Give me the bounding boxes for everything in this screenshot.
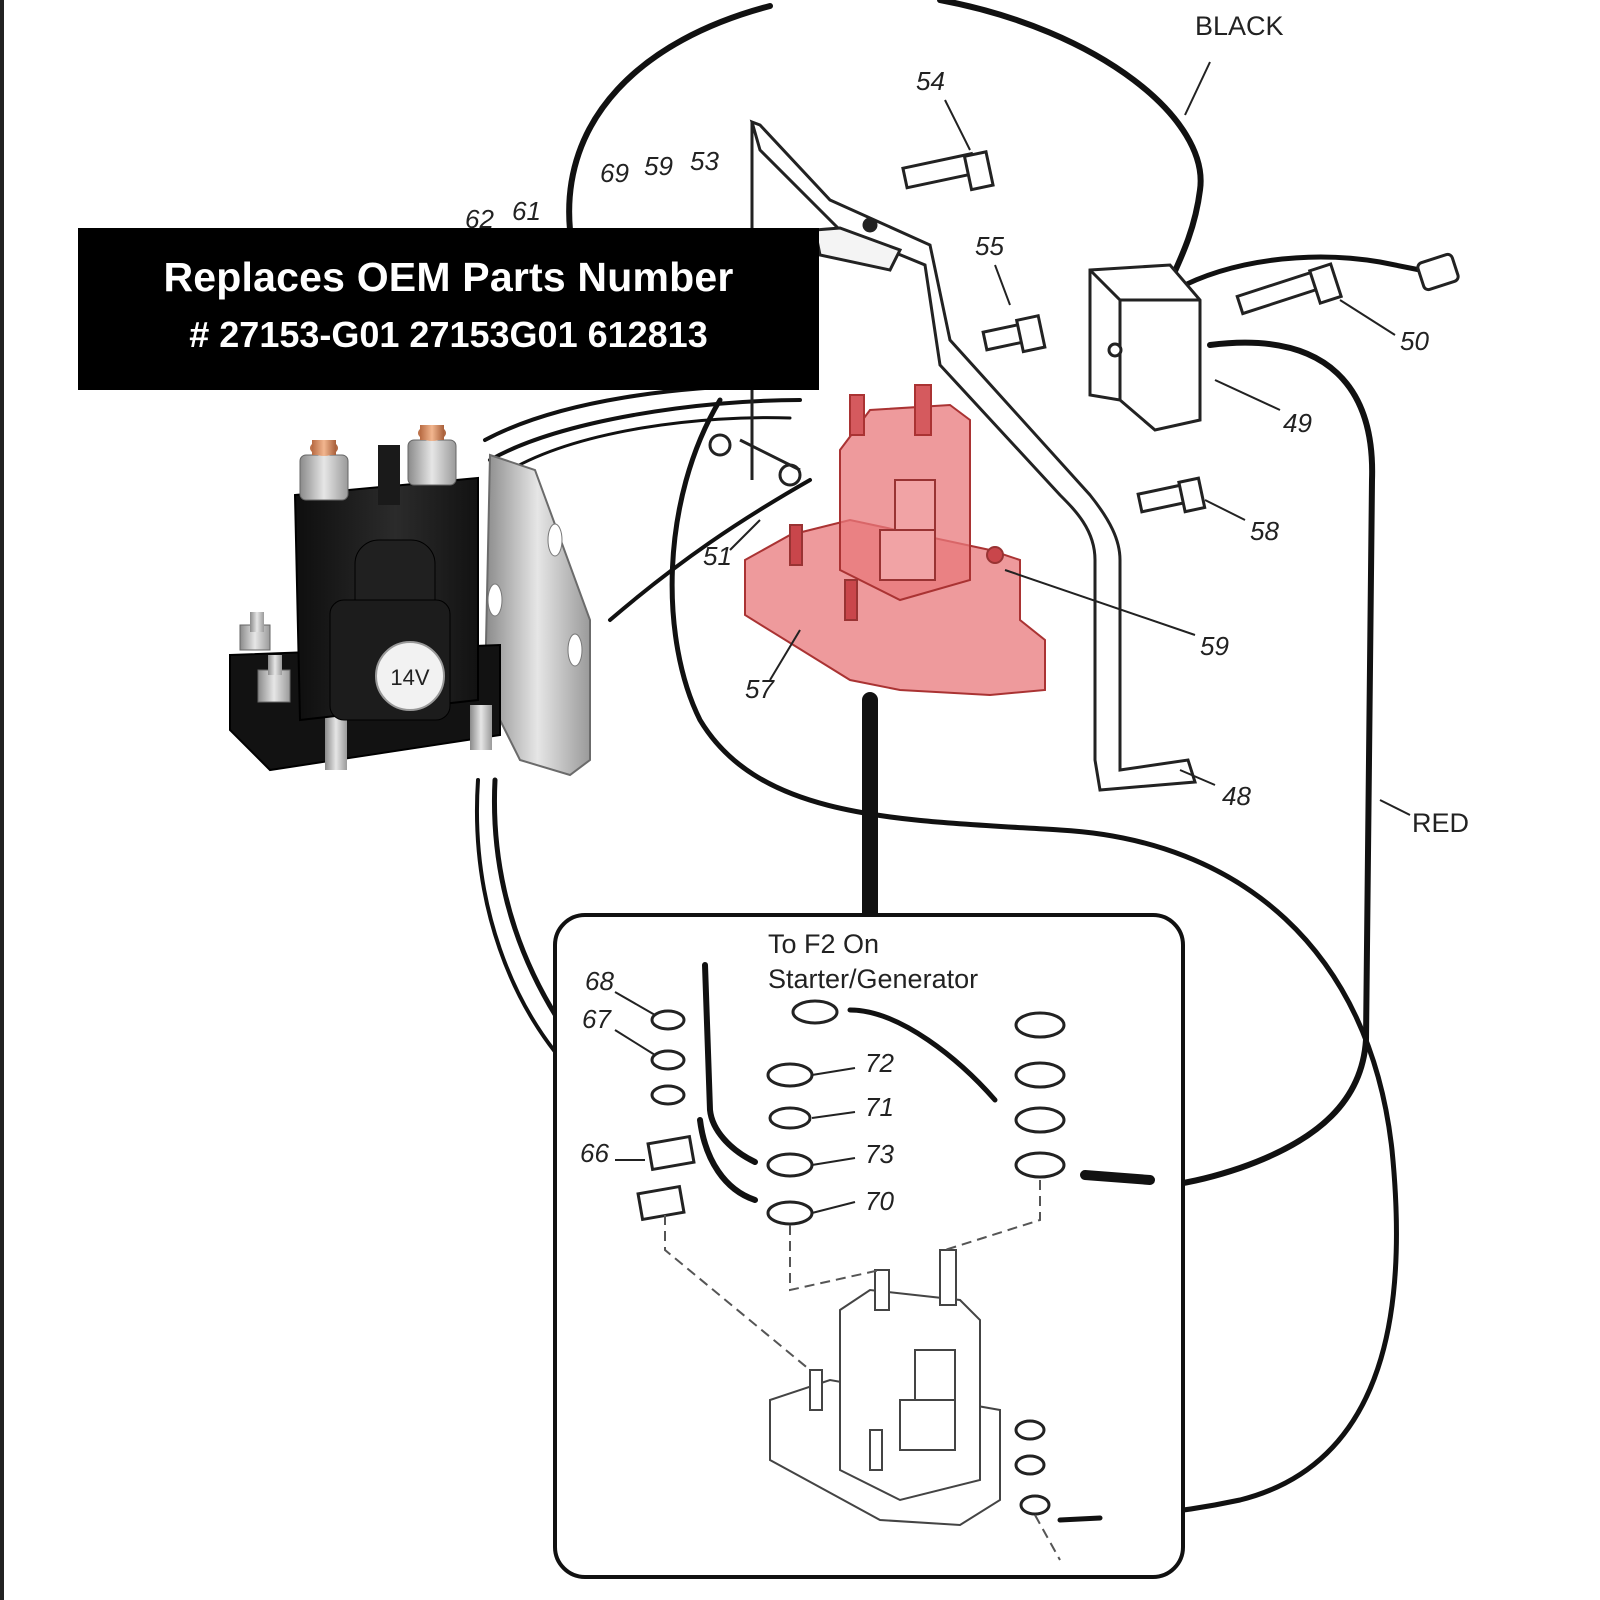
inset-guides <box>664 1180 1061 1561</box>
plug-cable <box>1172 254 1423 293</box>
bolts <box>901 150 1344 514</box>
inset-washers <box>636 999 1066 1516</box>
bolt-50 <box>1235 262 1344 316</box>
photo-lead-diag <box>608 478 812 622</box>
inset-wiring <box>697 962 1155 1523</box>
callout-61: 61 <box>512 196 541 226</box>
red-wire <box>1097 339 1376 1192</box>
photo-lead-top-2 <box>488 398 802 462</box>
callout-72: 72 <box>865 1048 894 1078</box>
callout-59-right: 59 <box>1200 631 1229 661</box>
callout-73: 73 <box>865 1139 894 1169</box>
small-hardware-51 <box>708 433 802 487</box>
callout-67: 67 <box>582 1004 612 1034</box>
callout-53: 53 <box>690 146 719 176</box>
inset-note-line2: Starter/Generator <box>768 964 978 994</box>
callout-49: 49 <box>1283 408 1312 438</box>
inset-solenoid-drawing <box>769 1249 1001 1527</box>
lower-loop-wire <box>669 397 1399 1520</box>
wire-label-black: BLACK <box>1195 11 1284 41</box>
callout-leaders <box>729 61 1411 816</box>
callout-48: 48 <box>1222 781 1251 811</box>
callout-69: 69 <box>600 158 629 188</box>
solenoid-product-photo: 14V <box>229 425 591 777</box>
bolt-54 <box>901 150 995 192</box>
photo-lead-top-3 <box>508 416 792 472</box>
inset-leaders <box>614 991 856 1214</box>
banner-part-numbers: # 27153-G01 27153G01 612813 <box>189 314 708 355</box>
part-49-box <box>1088 263 1202 432</box>
wiring-cables <box>475 0 1423 1520</box>
banner-title: Replaces OEM Parts Number <box>163 254 734 300</box>
callout-55: 55 <box>975 231 1004 261</box>
voltage-badge-text: 14V <box>390 665 429 690</box>
connector-plug <box>1416 252 1460 292</box>
wire-label-red: RED <box>1412 808 1469 838</box>
bolt-55 <box>981 313 1047 354</box>
inset-note-line1: To F2 On <box>768 929 879 959</box>
callout-59-top: 59 <box>644 151 673 181</box>
callout-71: 71 <box>865 1092 894 1122</box>
black-wire <box>566 3 773 233</box>
highlighted-solenoid-57 <box>744 384 1046 697</box>
black-wire-loop <box>937 0 1204 285</box>
diagram-labels: BLACK RED 54 69 59 53 62 61 55 50 49 58 … <box>465 11 1469 1216</box>
callout-58: 58 <box>1250 516 1279 546</box>
oem-parts-banner: Replaces OEM Parts Number # 27153-G01 27… <box>78 228 819 390</box>
page-edge-rule <box>0 0 4 1600</box>
callout-70: 70 <box>865 1186 894 1216</box>
callout-66: 66 <box>580 1138 609 1168</box>
callout-54: 54 <box>916 66 945 96</box>
callout-50: 50 <box>1400 326 1429 356</box>
bolt-58 <box>1136 476 1207 514</box>
callout-57: 57 <box>745 674 775 704</box>
callout-68: 68 <box>585 966 614 996</box>
voltage-badge <box>375 641 445 711</box>
callout-51: 51 <box>703 541 732 571</box>
